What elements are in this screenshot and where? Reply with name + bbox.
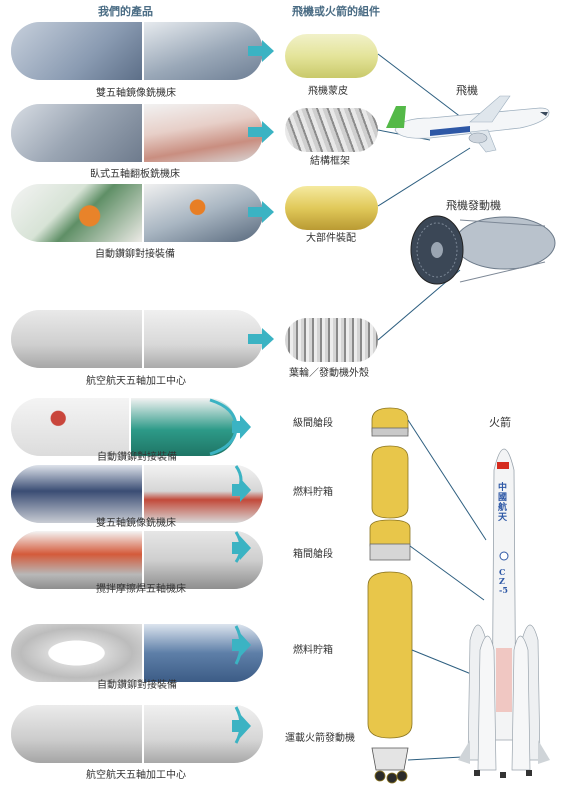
product-image-auto-riveting-b — [11, 398, 237, 456]
product-label: 航空航天五軸加工中心 — [86, 376, 186, 387]
part-label: 結構框架 — [310, 156, 350, 167]
arrow-icon — [232, 415, 251, 439]
product-image-aero-5axis-center-b — [11, 705, 263, 763]
part-label: 飛機蒙皮 — [308, 86, 348, 97]
product-label: 自動鑽鉚對接裝備 — [97, 680, 177, 691]
product-label: 航空航天五軸加工中心 — [86, 770, 186, 781]
arrow-icon — [232, 633, 251, 657]
products-header: 我們的產品 — [98, 5, 153, 18]
product-label: 攪拌摩擦焊五軸機床 — [96, 584, 186, 595]
product-label: 雙五軸鏡像銑機床 — [96, 518, 176, 529]
part-label: 葉輪／發動機外殼 — [289, 368, 369, 379]
rocket-text-top: 中國航天 — [498, 483, 508, 523]
arrow-icon — [232, 536, 251, 560]
arrow-icon — [248, 121, 274, 143]
part-image-major-assembly — [285, 186, 378, 230]
product-image-aero-5axis-center-a — [11, 310, 263, 368]
arrow-icon — [248, 201, 274, 223]
part-image-impeller — [285, 318, 378, 362]
arrow-icon — [232, 478, 251, 502]
rocket-label: 火箭 — [489, 416, 511, 429]
components-header: 飛機或火箭的組件 — [292, 5, 380, 18]
product-image-friction-stir-weld — [11, 531, 263, 589]
product-label: 雙五軸鏡像銑機床 — [96, 88, 176, 99]
rocket-part-label: 級間艙段 — [293, 418, 333, 429]
rocket-text-bottom: CZ-5 — [499, 567, 508, 595]
rocket-part-label: 運載火箭發動機 — [285, 733, 355, 744]
part-label: 大部件裝配 — [306, 233, 356, 244]
aircraft-label: 飛機 — [456, 84, 478, 97]
part-image-skin — [285, 34, 378, 78]
product-label: 自動鑽鉚對接裝備 — [95, 249, 175, 260]
engine-illustration — [410, 215, 556, 285]
engine-label: 飛機發動機 — [446, 199, 501, 212]
arrow-icon — [232, 714, 251, 738]
rocket-illustration — [458, 448, 550, 778]
product-image-auto-riveting-c — [11, 624, 263, 682]
arrow-icon — [248, 40, 274, 62]
aircraft-illustration — [386, 95, 550, 153]
product-label: 自動鑽鉚對接裝備 — [97, 452, 177, 463]
part-image-frame — [285, 108, 378, 152]
arrow-icon — [248, 328, 274, 350]
rocket-part-label: 燃料貯箱 — [293, 645, 333, 656]
rocket-part-label: 箱間艙段 — [293, 549, 333, 560]
rocket-stages — [367, 407, 413, 784]
product-image-horizontal-flip-mill — [11, 104, 263, 162]
rocket-part-label: 燃料貯箱 — [293, 487, 333, 498]
product-image-dual-mirror-mill — [11, 22, 263, 80]
product-image-auto-riveting-a — [11, 184, 263, 242]
product-label: 臥式五軸翻板銑機床 — [90, 169, 180, 180]
